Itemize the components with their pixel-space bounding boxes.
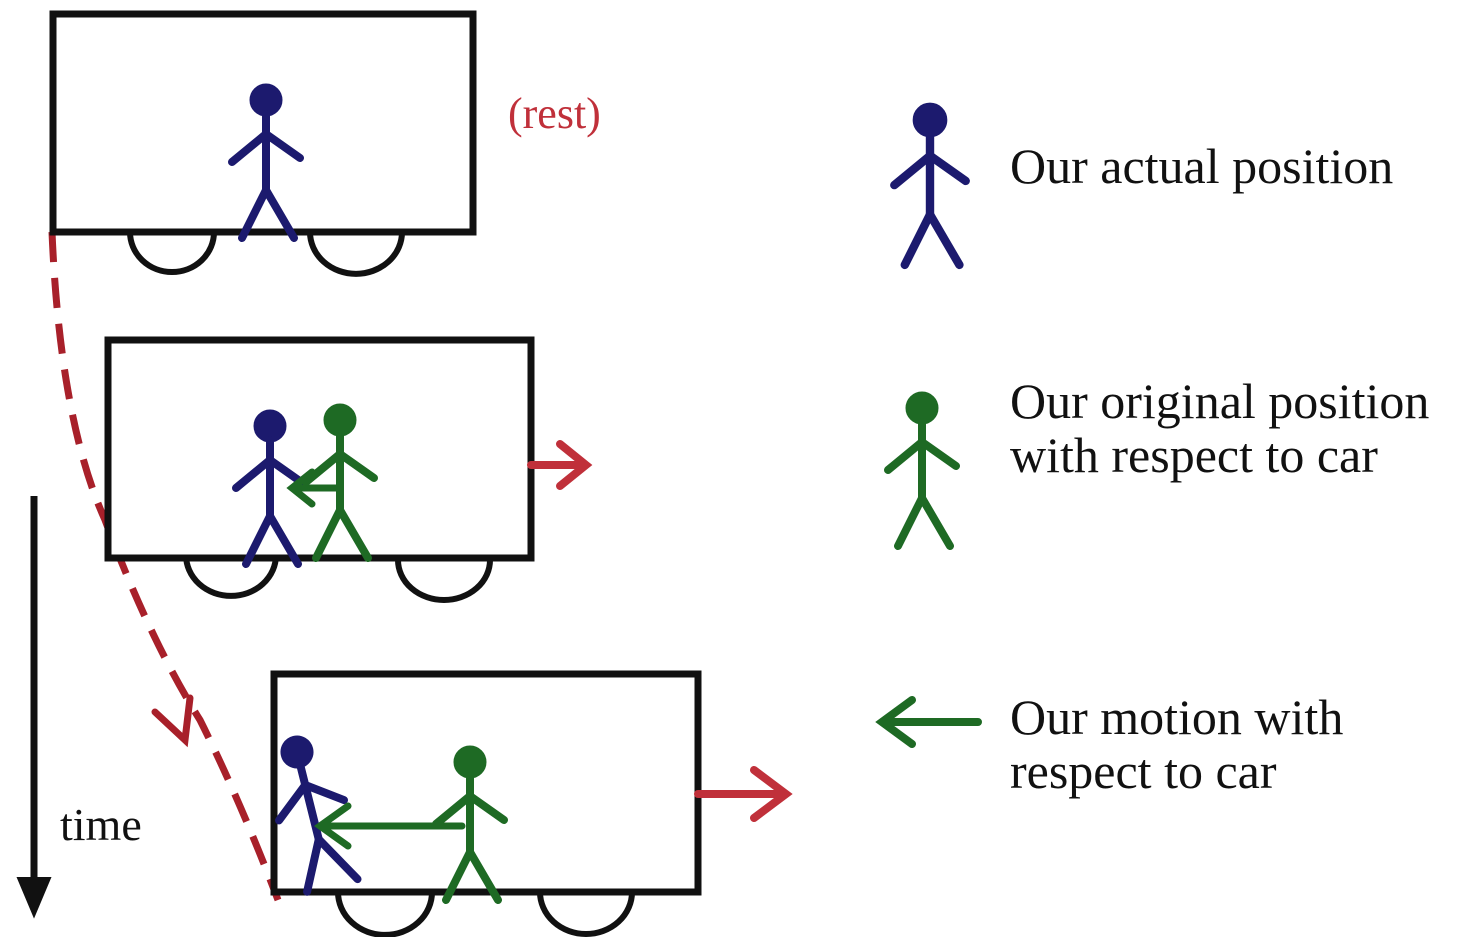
legend-motion-icon [875, 696, 982, 748]
legend-original-icon [888, 392, 956, 546]
motion-arrow-car-2 [313, 802, 466, 850]
car-moving-2-wheel-left [335, 891, 435, 937]
car-rest-wheel-right [307, 231, 405, 277]
car-motion-arrow-2 [694, 766, 793, 822]
car-rest-wheel-left [127, 231, 217, 275]
actual-path-dashed [48, 231, 282, 902]
car-moving-1-wheel-left [183, 554, 279, 599]
legend-motion-label-line2: respect to car [1010, 743, 1277, 799]
legend-original-label-line1: Our original position [1010, 373, 1429, 429]
legend-original-label-line2: with respect to car [1010, 427, 1378, 483]
car-motion-arrow-1 [527, 440, 593, 490]
legend-motion-label-line1: Our motion with [1010, 689, 1343, 745]
time-label: time [60, 799, 142, 850]
legend-actual-label: Our actual position [1010, 138, 1393, 194]
car-moving-2-wheel-right [537, 891, 635, 937]
motion-arrow-car-1 [286, 468, 340, 508]
car-moving-1-body [104, 336, 535, 562]
car-moving-2 [260, 670, 702, 937]
car-moving-1 [104, 336, 535, 603]
legend-actual-icon [894, 103, 965, 265]
time-arrow [16, 496, 52, 919]
car-rest [49, 10, 477, 277]
car-moving-2-body [270, 670, 702, 896]
car-moving-1-wheel-right [395, 559, 493, 603]
actual-path-arrowhead [151, 694, 194, 748]
rest-label: (rest) [508, 89, 601, 138]
